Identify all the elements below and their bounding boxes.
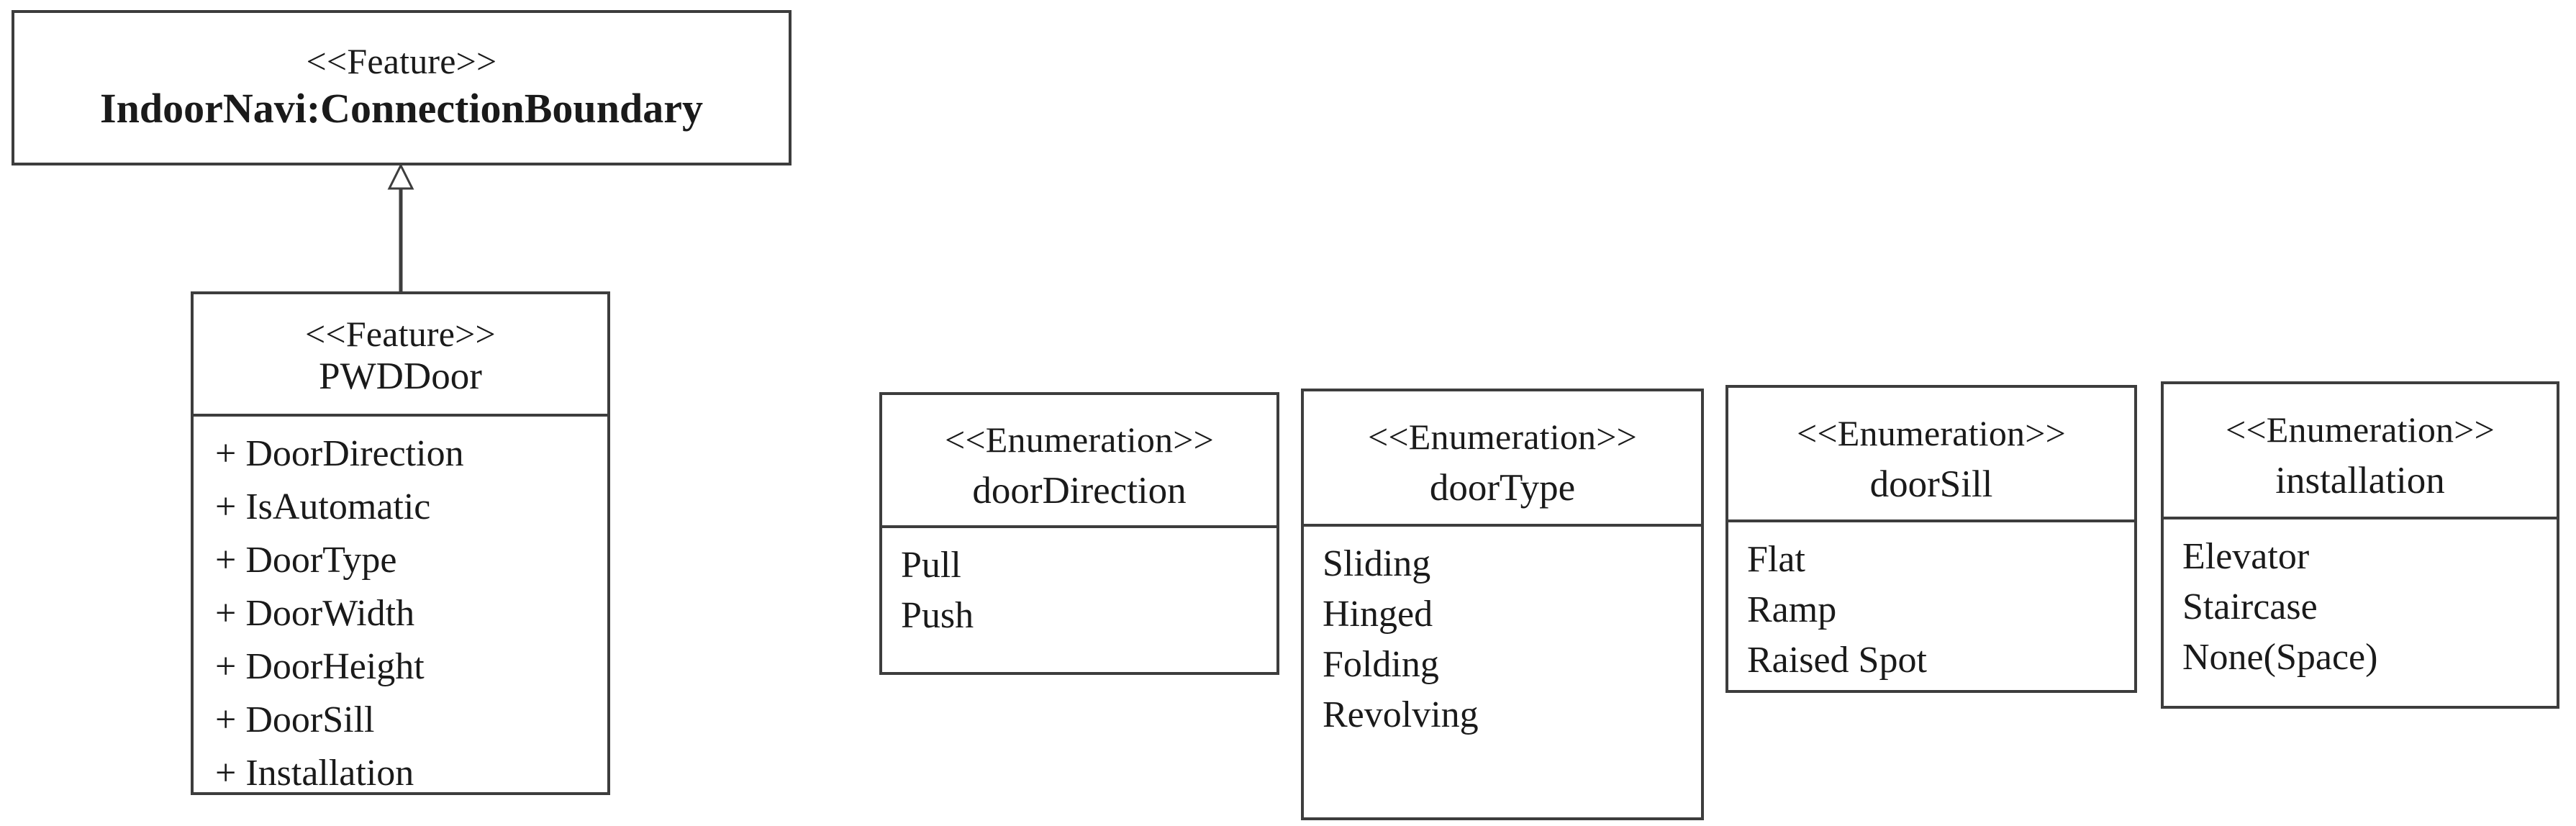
attribute-row: + DoorType xyxy=(215,540,397,581)
generalization-connector xyxy=(387,163,414,294)
attribute-row: + IsAutomatic xyxy=(215,486,431,527)
enumeration-header-installation: <<Enumeration>> installation xyxy=(2164,384,2557,517)
literal-row: Revolving xyxy=(1323,694,1479,735)
uml-enumeration-doordirection[interactable]: <<Enumeration>> doorDirection Pull Push xyxy=(879,392,1279,675)
enumeration-literals-doortype: Sliding Hinged Folding Revolving xyxy=(1304,527,1701,817)
literal-row: Sliding xyxy=(1323,543,1431,584)
enumeration-header-doorsill: <<Enumeration>> doorSill xyxy=(1728,388,2134,519)
class-header-connection-boundary: <<Feature>> IndoorNavi:ConnectionBoundar… xyxy=(14,13,789,163)
compartment-divider xyxy=(2164,517,2557,519)
hollow-triangle-arrowhead-icon xyxy=(387,163,414,190)
stereotype-label: <<Enumeration>> xyxy=(1367,417,1638,458)
attribute-row: + DoorSill xyxy=(215,699,375,740)
enumeration-literals-installation: Elevator Staircase None(Space) xyxy=(2164,519,2557,706)
enumeration-name-label: doorSill xyxy=(1869,463,1993,505)
attribute-row: + Installation xyxy=(215,753,414,794)
class-header-pwddoor: <<Feature>> PWDDoor xyxy=(194,294,607,414)
stereotype-label: <<Enumeration>> xyxy=(944,419,1215,460)
stereotype-label: <<Enumeration>> xyxy=(1796,412,2067,453)
compartment-divider xyxy=(1304,524,1701,527)
uml-class-connection-boundary[interactable]: <<Feature>> IndoorNavi:ConnectionBoundar… xyxy=(12,10,792,165)
uml-enumeration-doorsill[interactable]: <<Enumeration>> doorSill Flat Ramp Raise… xyxy=(1725,385,2137,693)
enumeration-name-label: doorType xyxy=(1429,467,1576,509)
literal-row: Staircase xyxy=(2182,586,2318,627)
literal-row: Pull xyxy=(901,545,961,586)
class-attributes-pwddoor: + DoorDirection + IsAutomatic + DoorType… xyxy=(194,417,607,792)
literal-row: Raised Spot xyxy=(1747,640,1927,681)
stereotype-label: <<Feature>> xyxy=(306,40,497,81)
class-name-label: PWDDoor xyxy=(319,355,482,398)
enumeration-literals-doordirection: Pull Push xyxy=(882,528,1276,672)
literal-row: Flat xyxy=(1747,539,1805,580)
attribute-row: + DoorHeight xyxy=(215,646,425,687)
literal-row: Push xyxy=(901,595,974,636)
stereotype-label: <<Enumeration>> xyxy=(2225,409,2495,450)
uml-class-pwddoor[interactable]: <<Feature>> PWDDoor + DoorDirection + Is… xyxy=(191,291,610,795)
enumeration-name-label: doorDirection xyxy=(972,469,1187,512)
enumeration-literals-doorsill: Flat Ramp Raised Spot xyxy=(1728,522,2134,690)
stereotype-label: <<Feature>> xyxy=(305,314,496,355)
literal-row: None(Space) xyxy=(2182,637,2378,678)
literal-row: Ramp xyxy=(1747,589,1837,630)
literal-row: Hinged xyxy=(1323,594,1433,635)
class-name-label: IndoorNavi:ConnectionBoundary xyxy=(100,84,703,132)
enumeration-name-label: installation xyxy=(2275,460,2445,502)
literal-row: Elevator xyxy=(2182,536,2310,577)
compartment-divider xyxy=(882,525,1276,528)
enumeration-header-doortype: <<Enumeration>> doorType xyxy=(1304,391,1701,524)
attribute-row: + DoorWidth xyxy=(215,593,415,634)
compartment-divider xyxy=(1728,519,2134,522)
attribute-row: + DoorDirection xyxy=(215,433,464,474)
compartment-divider xyxy=(194,414,607,417)
uml-enumeration-installation[interactable]: <<Enumeration>> installation Elevator St… xyxy=(2161,381,2559,709)
uml-enumeration-doortype[interactable]: <<Enumeration>> doorType Sliding Hinged … xyxy=(1301,389,1704,820)
enumeration-header-doordirection: <<Enumeration>> doorDirection xyxy=(882,395,1276,525)
literal-row: Folding xyxy=(1323,644,1439,685)
